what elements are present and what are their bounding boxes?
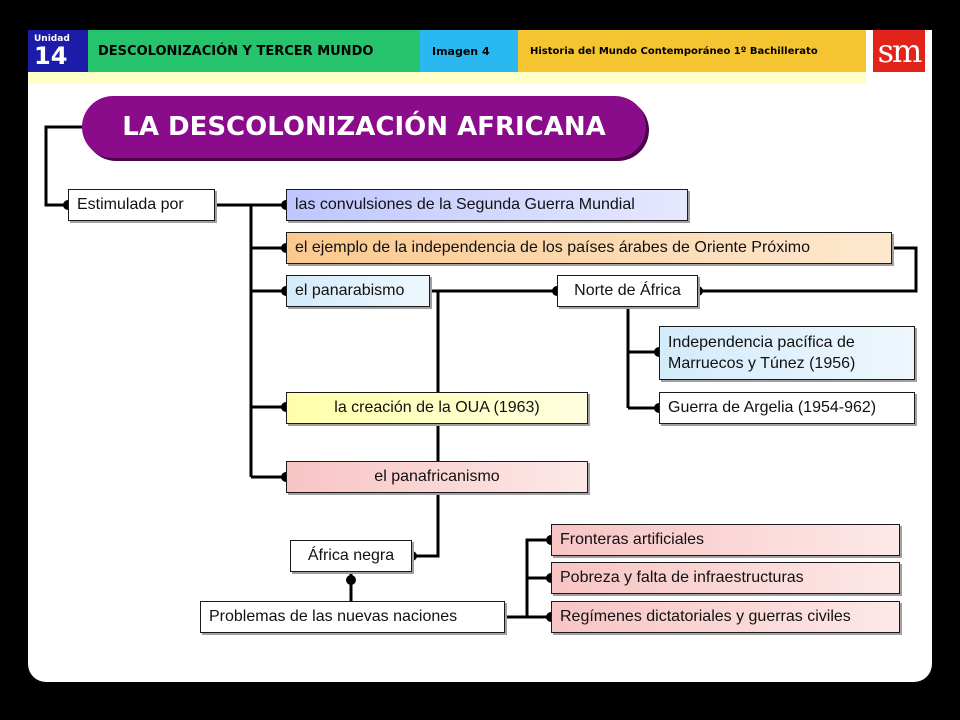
connector-branches — [251, 203, 286, 479]
logo-text: sm — [873, 30, 925, 72]
node-algeria-war: Guerra de Argelia (1954-962) — [659, 392, 915, 424]
subject-label: Historia del Mundo Contemporáneo 1º Bach… — [518, 30, 866, 72]
connector-arab-north — [698, 246, 918, 293]
sm-logo: sm — [866, 30, 932, 72]
node-oua: la creación de la OUA (1963) — [286, 392, 588, 424]
connector-north-sub — [626, 305, 659, 410]
node-ww2: las convulsiones de la Segunda Guerra Mu… — [286, 189, 688, 221]
node-arab-example: el ejemplo de la independencia de los pa… — [286, 232, 892, 264]
node-panarabism: el panarabismo — [286, 275, 430, 307]
topic-title: DESCOLONIZACIÓN Y TERCER MUNDO — [88, 30, 420, 72]
node-poverty: Pobreza y falta de infraestructuras — [551, 562, 900, 594]
node-problems: Problemas de las nuevas naciones — [200, 601, 505, 633]
node-north-africa: Norte de África — [557, 275, 698, 307]
connector-dot — [346, 575, 356, 585]
unit-badge: Unidad 14 — [28, 30, 88, 72]
node-black-africa: África negra — [290, 540, 412, 572]
unit-label: Unidad — [34, 34, 70, 44]
connector-title — [44, 125, 84, 207]
connectors — [44, 125, 918, 619]
connector-chain — [412, 291, 440, 558]
node-panafricanism: el panafricanismo — [286, 461, 588, 493]
diagram-title: LA DESCOLONIZACIÓN AFRICANA — [82, 96, 646, 158]
unit-number: 14 — [34, 42, 68, 70]
node-dictatorships: Regímenes dictatoriales y guerras civile… — [551, 601, 900, 633]
header-stripe — [28, 72, 866, 84]
peaceful-independence-line2: Marruecos y Túnez (1956) — [668, 355, 856, 372]
peaceful-independence-line1: Independencia pacífica de — [668, 334, 855, 351]
connector-problems-list — [505, 538, 551, 619]
image-label: Imagen 4 — [420, 30, 518, 72]
node-peaceful-independence: Independencia pacífica de Marruecos y Tú… — [659, 326, 915, 380]
connector-trunk — [215, 203, 253, 477]
node-borders: Fronteras artificiales — [551, 524, 900, 556]
node-stimulated-by: Estimulada por — [68, 189, 215, 221]
